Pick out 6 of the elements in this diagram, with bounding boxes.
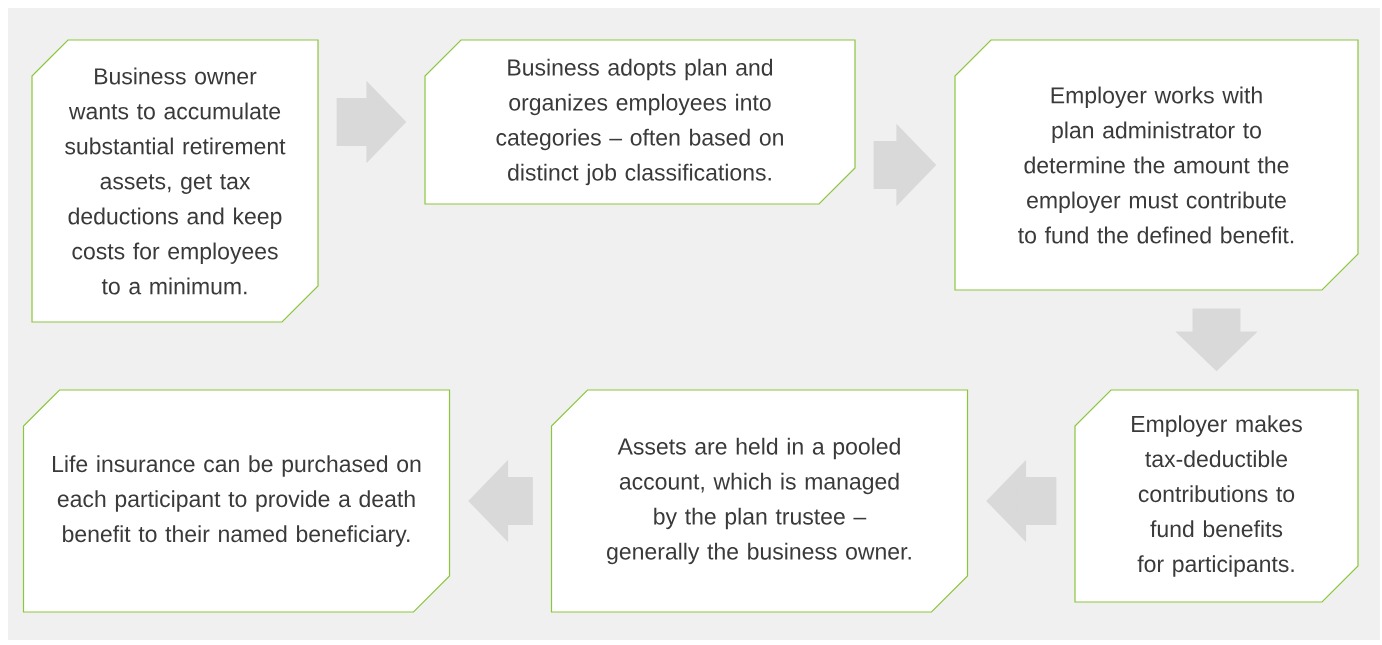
process-box: Life insurance can be purchased on each participant to provide a death benefit to their named beneficiary. — [22, 389, 451, 613]
process-box: Business adopts plan and organizes employees into categories – often based on distinct job classifications. — [424, 39, 856, 205]
process-box: Employer works with plan administrator to determine the amount the employer must contribute to fund the defined benefit. — [954, 39, 1359, 291]
process-box: Business owner wants to accumulate substantial retirement assets, get tax deductions and keep costs for employees to a minimum. — [31, 39, 319, 323]
process-box: Assets are held in a pooled account, which is managed by the plan trustee – generally the business owner. — [550, 389, 969, 613]
process-box: Employer makes tax-deductible contributions to fund benefits for participants. — [1074, 389, 1359, 603]
